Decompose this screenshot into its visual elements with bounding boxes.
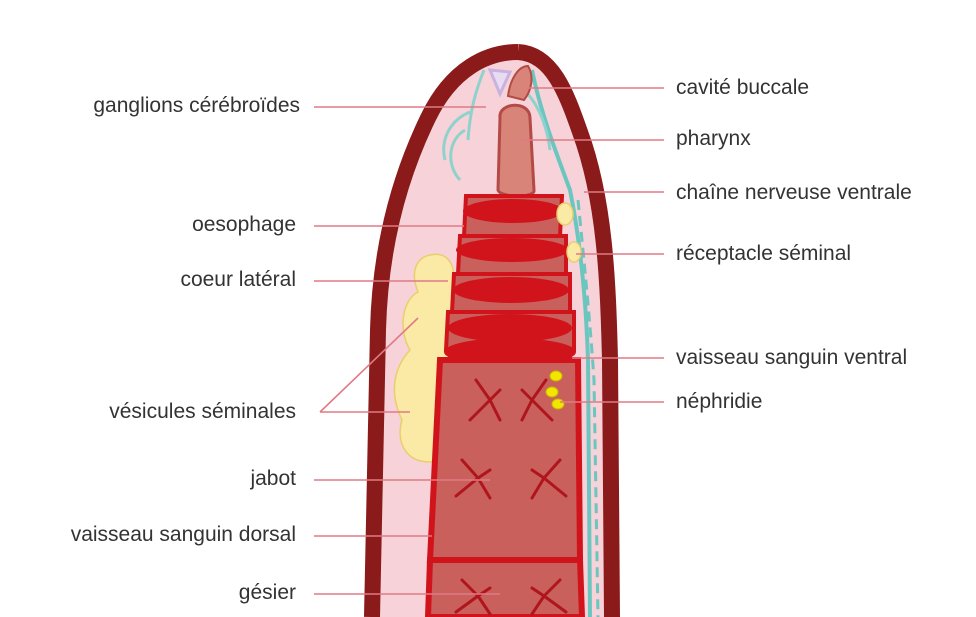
label-ganglions-cerebroides: ganglions cérébroïdes — [93, 94, 300, 118]
label-receptacle-seminal: réceptacle séminal — [676, 242, 851, 266]
label-jabot: jabot — [250, 467, 296, 491]
label-cavite-buccale: cavité buccale — [676, 76, 809, 100]
label-chaine-nerveuse-ventrale: chaîne nerveuse ventrale — [676, 181, 912, 205]
label-vaisseau-sanguin-ventral: vaisseau sanguin ventral — [676, 346, 907, 370]
pharynx — [498, 105, 534, 196]
label-pharynx: pharynx — [676, 127, 751, 151]
label-oesophage: oesophage — [192, 213, 296, 237]
oesophagus — [444, 196, 576, 366]
label-vesicules-seminales: vésicules séminales — [109, 400, 296, 424]
label-nephridie: néphridie — [676, 390, 762, 414]
label-coeur-lateral: coeur latéral — [180, 268, 296, 292]
label-gesier: gésier — [239, 581, 296, 605]
label-vaisseau-sanguin-dorsal: vaisseau sanguin dorsal — [71, 523, 296, 547]
